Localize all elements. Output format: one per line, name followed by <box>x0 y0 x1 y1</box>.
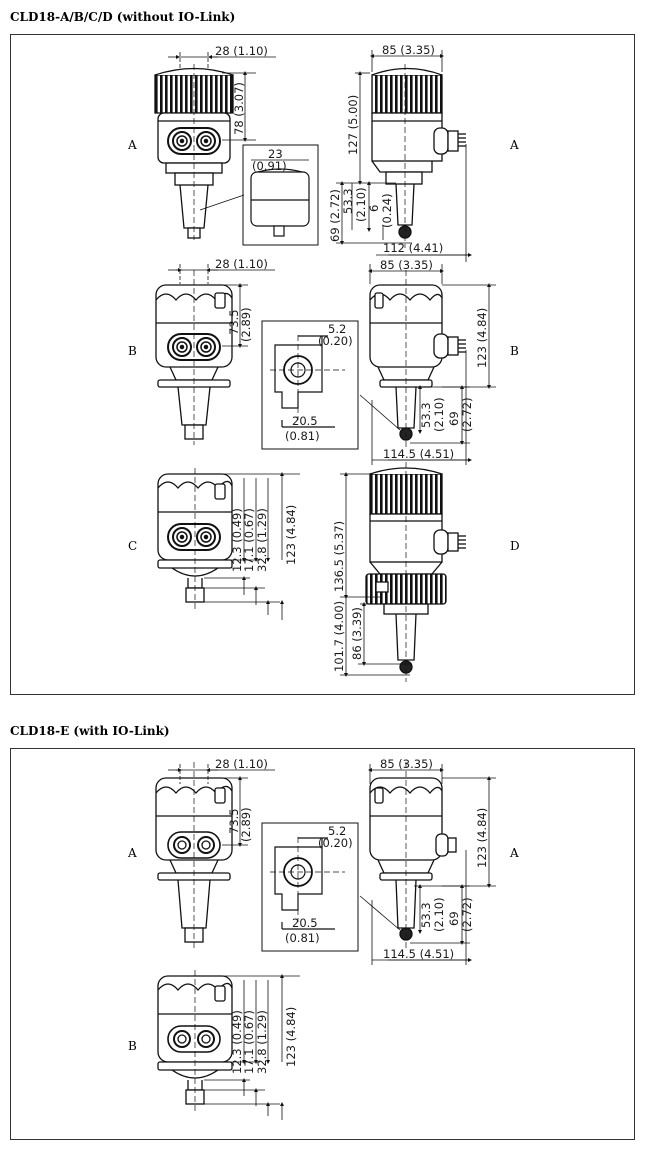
label-b-front: B <box>128 344 137 358</box>
dim-d-side-h1: 101.7 (4.00) <box>332 601 346 672</box>
label-e-a-side: A <box>509 846 519 860</box>
dim-b-side-h2-in: (2.72) <box>460 397 474 432</box>
dims-e-b-front <box>204 974 300 1120</box>
dims-b-side <box>359 264 496 465</box>
dim-detail-a-width-in: (0.91) <box>252 159 287 173</box>
dim-b-side-h1-in: (2.10) <box>432 397 446 432</box>
dim-detail-e-top-in: (0.20) <box>318 836 353 850</box>
dims-e-a-side <box>359 764 496 965</box>
dim-b-side-height: 123 (4.84) <box>475 308 489 368</box>
detail-view-a <box>242 144 319 246</box>
dim-detail-b-bottom: 20.5 <box>292 414 318 428</box>
view-b-front <box>155 270 233 445</box>
dims-a-side <box>336 50 472 262</box>
dim-a-side-height: 127 (5.00) <box>346 95 360 155</box>
dim-e-b-front-d1: 12.3 (0.49) <box>230 1010 244 1074</box>
dim-a-side-width: 85 (3.35) <box>382 43 435 57</box>
section-title-without-io-link: CLD18-A/B/C/D (without IO-Link) <box>10 10 236 24</box>
view-e-a-front <box>155 762 233 948</box>
dim-d-side-height: 136.5 (5.37) <box>332 521 346 592</box>
dim-c-front-d4: 123 (4.84) <box>284 505 298 565</box>
dims-b-front <box>168 264 275 348</box>
view-e-a-side <box>369 762 457 950</box>
view-c-front <box>157 468 233 612</box>
detail-view-b <box>261 320 359 450</box>
dim-e-a-side-height: 123 (4.84) <box>475 808 489 868</box>
view-d-side <box>365 462 466 682</box>
dim-b-front-head-height: 73.5 <box>227 309 241 335</box>
dim-e-a-side-h2-in: (2.72) <box>460 897 474 932</box>
drawing-frame-cld18-e <box>10 748 635 1140</box>
dim-detail-e-bottom-in: (0.81) <box>285 931 320 945</box>
dim-a-side-h2: 53.3 <box>341 188 355 214</box>
dim-e-a-side-h1: 53.3 <box>419 902 433 928</box>
dim-b-side-h2: 69 <box>447 411 461 426</box>
view-a-front <box>154 64 234 240</box>
detail-view-e <box>261 822 359 952</box>
label-a-front: A <box>127 138 137 152</box>
dim-detail-e-top: 5.2 <box>328 824 346 838</box>
dim-c-front-d2: 17.1 (0.67) <box>242 508 256 572</box>
dim-d-side-h2: 86 (3.39) <box>350 607 364 660</box>
dim-b-front-width: 28 (1.10) <box>215 257 268 271</box>
dim-e-a-side-depth: 114.5 (4.51) <box>383 947 454 961</box>
label-e-b-front: B <box>128 1039 137 1053</box>
dim-a-front-width: 28 (1.10) <box>215 44 268 58</box>
label-b-side: B <box>510 344 519 358</box>
dim-e-b-front-d3: 32.8 (1.29) <box>255 1010 269 1074</box>
dims-c-front <box>204 472 300 620</box>
label-a-side: A <box>509 138 519 152</box>
dim-b-side-width: 85 (3.35) <box>380 258 433 272</box>
dim-a-side-h1: 69 (2.72) <box>328 189 342 242</box>
dim-b-front-head-height-in: (2.89) <box>239 307 253 342</box>
dim-detail-b-top-in: (0.20) <box>318 334 353 348</box>
dim-a-front-head-height: 78 (3.07) <box>232 82 246 135</box>
view-e-b-front <box>157 970 233 1112</box>
dim-a-side-h3-in: (0.24) <box>380 193 394 228</box>
label-c-front: C <box>128 539 137 553</box>
dim-e-a-side-h2: 69 <box>447 911 461 926</box>
dim-b-side-depth: 114.5 (4.51) <box>383 447 454 461</box>
dim-detail-b-bottom-in: (0.81) <box>285 429 320 443</box>
dim-detail-a-width: 23 <box>268 147 283 161</box>
view-a-side <box>371 64 466 248</box>
dim-e-a-side-h1-in: (2.10) <box>432 897 446 932</box>
section-title-with-io-link: CLD18-E (with IO-Link) <box>10 724 170 738</box>
dim-detail-b-top: 5.2 <box>328 322 346 336</box>
dims-e-a-front <box>168 764 275 847</box>
dim-e-b-front-d2: 17.1 (0.67) <box>242 1010 256 1074</box>
dim-c-front-d1: 12.3 (0.49) <box>230 508 244 572</box>
dim-e-a-front-width: 28 (1.10) <box>215 757 268 771</box>
dims-d-side <box>340 472 412 677</box>
label-d-side: D <box>510 539 520 553</box>
dim-a-side-depth: 112 (4.41) <box>383 241 443 255</box>
dim-c-front-d3: 32.8 (1.29) <box>255 508 269 572</box>
dim-e-b-front-d4: 123 (4.84) <box>284 1007 298 1067</box>
view-b-side <box>369 270 466 450</box>
label-e-a-front: A <box>127 846 137 860</box>
dim-b-side-h1: 53.3 <box>419 402 433 428</box>
dims-a-front <box>168 52 276 211</box>
dim-e-a-front-head-height: 73.5 <box>227 808 241 834</box>
dim-a-side-h2-in: (2.10) <box>354 187 368 222</box>
dim-e-a-side-width: 85 (3.35) <box>380 757 433 771</box>
dim-detail-e-bottom: 20.5 <box>292 916 318 930</box>
dim-a-side-h3: 6 <box>367 205 381 212</box>
dim-e-a-front-head-height-in: (2.89) <box>239 807 253 842</box>
